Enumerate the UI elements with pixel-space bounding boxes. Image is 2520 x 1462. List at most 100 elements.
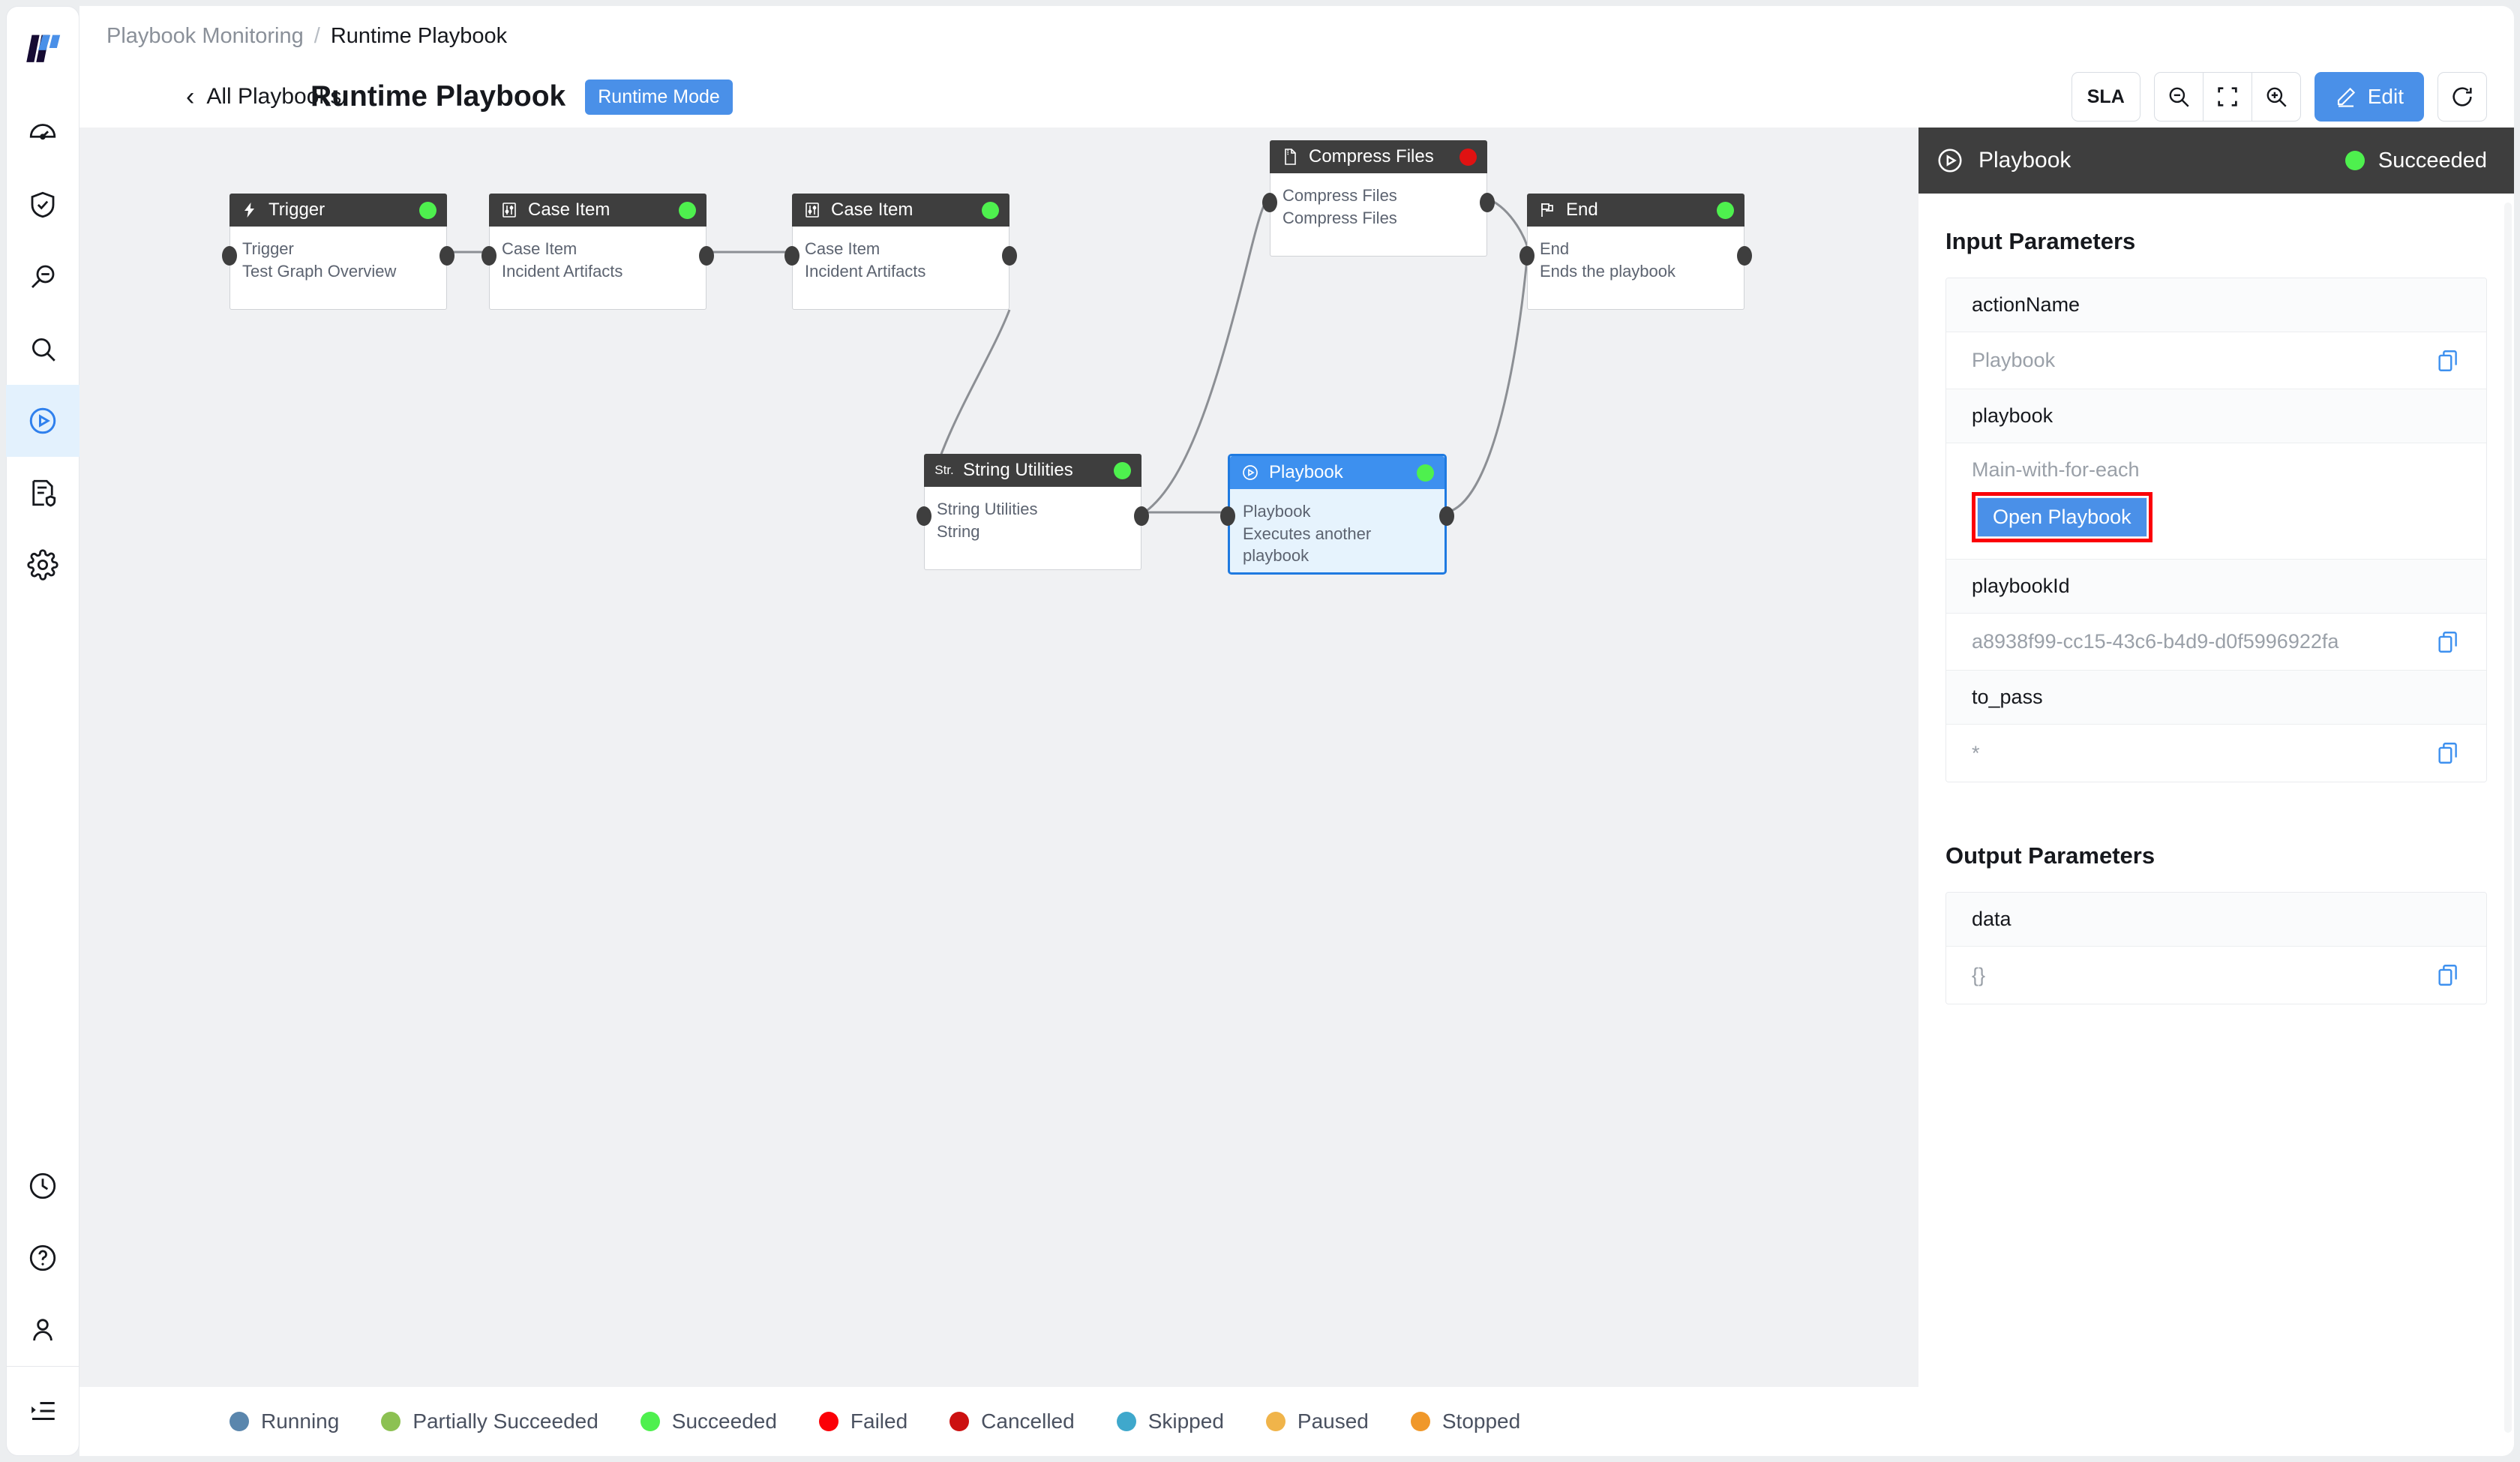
bolt-icon bbox=[240, 200, 260, 220]
legend-item-succeeded: Succeeded bbox=[640, 1409, 777, 1433]
node-body: String Utilities String bbox=[924, 487, 1142, 570]
sidebar-item-shield-check[interactable] bbox=[6, 169, 80, 241]
node-body: Case Item Incident Artifacts bbox=[792, 227, 1010, 310]
left-nav-rail bbox=[6, 6, 80, 1456]
node-port-out bbox=[1480, 193, 1495, 212]
node-body: Compress Files Compress Files bbox=[1270, 173, 1487, 257]
graph-node-string-utilities[interactable]: Str. String Utilities String Utilities S… bbox=[916, 454, 1149, 570]
edit-button[interactable]: Edit bbox=[2314, 72, 2424, 122]
param-key-data: data bbox=[1946, 893, 2486, 947]
zoom-out-icon[interactable] bbox=[2153, 72, 2204, 122]
node-status-dot bbox=[419, 201, 436, 219]
zoom-in-icon[interactable] bbox=[2251, 72, 2301, 122]
legend-label: Failed bbox=[850, 1409, 908, 1433]
status-dot bbox=[2344, 151, 2365, 170]
node-status-dot bbox=[679, 201, 696, 219]
legend-label: Paused bbox=[1297, 1409, 1369, 1433]
sidebar-item-search[interactable] bbox=[6, 313, 80, 385]
node-line1: String Utilities bbox=[937, 500, 1038, 518]
node-header: Case Item bbox=[792, 194, 1010, 227]
open-playbook-button[interactable]: Open Playbook bbox=[1977, 497, 2147, 537]
status-swatch bbox=[230, 1412, 249, 1431]
node-status-dot bbox=[982, 201, 999, 219]
app-logo[interactable] bbox=[21, 26, 64, 70]
graph-container: Trigger Trigger Test Graph Overview bbox=[80, 128, 1918, 1387]
status-swatch bbox=[1265, 1412, 1286, 1431]
edit-button-label: Edit bbox=[2367, 85, 2404, 108]
node-line1: Case Item bbox=[805, 239, 880, 258]
sidebar-item-user[interactable] bbox=[6, 1294, 80, 1366]
node-line2: Executes another playbook bbox=[1243, 524, 1372, 566]
param-key-to-pass: to_pass bbox=[1946, 671, 2486, 725]
sidebar-item-investigate[interactable] bbox=[6, 241, 80, 313]
fit-screen-icon[interactable] bbox=[2202, 72, 2252, 122]
refresh-icon[interactable] bbox=[2438, 72, 2487, 122]
sidebar-item-playbook[interactable] bbox=[6, 385, 80, 457]
status-swatch bbox=[950, 1412, 970, 1431]
node-line1: Case Item bbox=[502, 239, 578, 258]
legend-label: Skipped bbox=[1148, 1409, 1224, 1433]
graph-node-case-item-2[interactable]: Case Item Case Item Incident Artifacts bbox=[784, 194, 1017, 310]
node-port-in bbox=[1220, 506, 1235, 526]
legend-label: Succeeded bbox=[671, 1409, 777, 1433]
node-title: End bbox=[1566, 200, 1598, 220]
input-parameters-table: actionName Playbook playbook Main-with-f… bbox=[1946, 278, 2487, 782]
string-icon: Str. bbox=[934, 463, 954, 477]
copy-icon[interactable] bbox=[2435, 740, 2461, 766]
back-to-all-playbooks-button[interactable]: ‹ All Playbooks bbox=[186, 66, 341, 128]
copy-icon[interactable] bbox=[2435, 629, 2461, 655]
breadcrumb-current: Runtime Playbook bbox=[330, 23, 508, 48]
node-line2: Ends the playbook bbox=[1540, 261, 1676, 281]
status-swatch bbox=[818, 1412, 838, 1431]
sla-button[interactable]: SLA bbox=[2071, 72, 2140, 122]
node-header: Trigger bbox=[230, 194, 447, 227]
page-title: Runtime Playbook bbox=[310, 80, 566, 113]
back-button-label: All Playbooks bbox=[206, 84, 342, 109]
node-status-dot bbox=[1717, 201, 1734, 219]
details-panel-body: Input Parameters actionName Playbook pla… bbox=[1918, 228, 2514, 1456]
breadcrumb-separator: / bbox=[314, 23, 320, 48]
input-parameters-title: Input Parameters bbox=[1946, 228, 2136, 254]
sidebar-item-dashboard[interactable] bbox=[6, 97, 80, 169]
status-swatch bbox=[1116, 1412, 1136, 1431]
param-key-playbookid: playbookId bbox=[1946, 560, 2486, 614]
param-value-text: * bbox=[1972, 741, 1980, 764]
file-zip-icon bbox=[1280, 147, 1300, 167]
copy-icon[interactable] bbox=[2435, 348, 2461, 374]
playbook-canvas[interactable]: Trigger Trigger Test Graph Overview bbox=[80, 128, 1918, 1387]
param-value-text: Main-with-for-each bbox=[1972, 458, 2140, 481]
legend-label: Partially Succeeded bbox=[412, 1409, 598, 1433]
open-playbook-highlight: Open Playbook bbox=[1972, 492, 2152, 542]
runtime-mode-badge: Runtime Mode bbox=[585, 79, 733, 115]
node-port-out bbox=[1134, 506, 1149, 526]
node-line1: Playbook bbox=[1243, 502, 1311, 521]
node-port-in bbox=[222, 246, 237, 266]
sidebar-item-collapse-menu[interactable] bbox=[6, 1367, 80, 1455]
details-panel-scrollbar[interactable] bbox=[2504, 203, 2512, 1433]
copy-icon[interactable] bbox=[2435, 962, 2461, 988]
graph-edges bbox=[448, 198, 1530, 514]
node-port-out bbox=[699, 246, 714, 266]
node-status-dot bbox=[1460, 148, 1477, 166]
node-port-out bbox=[1737, 246, 1752, 266]
page-header: ‹ All Playbooks Runtime Playbook Runtime… bbox=[80, 66, 2514, 128]
node-body: End Ends the playbook bbox=[1527, 227, 1744, 310]
graph-node-trigger[interactable]: Trigger Trigger Test Graph Overview bbox=[222, 194, 454, 310]
sidebar-item-help[interactable] bbox=[6, 1222, 80, 1294]
output-parameters-title: Output Parameters bbox=[1946, 842, 2156, 869]
header-actions: SLA bbox=[2071, 72, 2487, 122]
breadcrumb-parent[interactable]: Playbook Monitoring bbox=[106, 23, 304, 48]
graph-node-case-item-1[interactable]: Case Item Case Item Incident Artifacts bbox=[482, 194, 714, 310]
sidebar-item-history[interactable] bbox=[6, 1150, 80, 1222]
sidebar-item-report[interactable] bbox=[6, 457, 80, 529]
edge-compress-end bbox=[1489, 198, 1530, 253]
graph-node-end[interactable]: End End Ends the playbook bbox=[1520, 194, 1752, 310]
legend-item-failed: Failed bbox=[818, 1409, 908, 1433]
details-panel-title: Playbook bbox=[1978, 148, 2072, 173]
sidebar-item-settings[interactable] bbox=[6, 529, 80, 601]
play-circle-icon bbox=[1935, 146, 1965, 176]
graph-node-compress-files[interactable]: Compress Files Compress Files Compress F… bbox=[1262, 140, 1495, 257]
node-status-dot bbox=[1417, 464, 1434, 482]
graph-node-playbook[interactable]: Playbook Playbook Executes another playb… bbox=[1220, 454, 1454, 575]
